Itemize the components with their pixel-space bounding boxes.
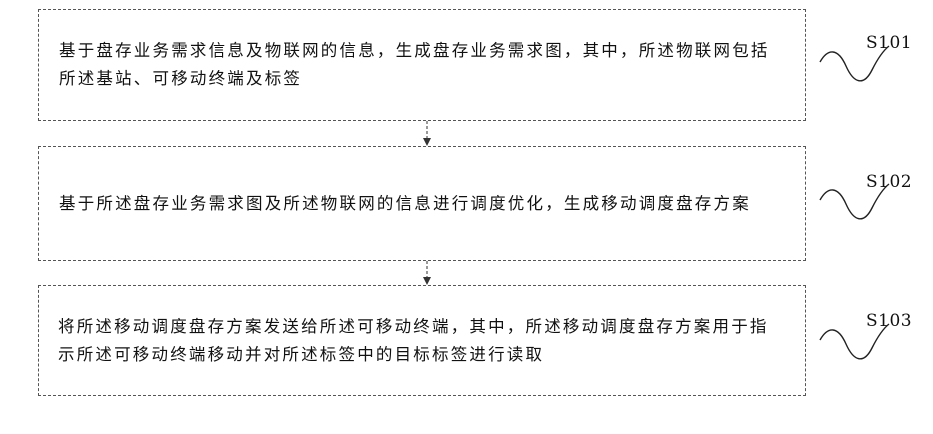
step-label-s103: S103 bbox=[866, 311, 912, 331]
arrow-down-icon bbox=[420, 121, 434, 146]
step-text-s102: 基于所述盘存业务需求图及所述物联网的信息进行调度优化，生成移动调度盘存方案 bbox=[57, 190, 787, 218]
step-box-s103: 将所述移动调度盘存方案发送给所述可移动终端，其中，所述移动调度盘存方案用于指示所… bbox=[38, 285, 806, 396]
step-box-s102: 基于所述盘存业务需求图及所述物联网的信息进行调度优化，生成移动调度盘存方案 bbox=[38, 146, 806, 261]
step-text-s103: 将所述移动调度盘存方案发送给所述可移动终端，其中，所述移动调度盘存方案用于指示所… bbox=[58, 313, 786, 369]
step-box-s101: 基于盘存业务需求信息及物联网的信息，生成盘存业务需求图，其中，所述物联网包括所述… bbox=[38, 9, 806, 121]
step-text-s101: 基于盘存业务需求信息及物联网的信息，生成盘存业务需求图，其中，所述物联网包括所述… bbox=[57, 37, 787, 93]
step-label-s101: S101 bbox=[866, 33, 912, 53]
arrow-down-icon bbox=[420, 261, 434, 285]
step-label-s102: S102 bbox=[866, 172, 912, 192]
